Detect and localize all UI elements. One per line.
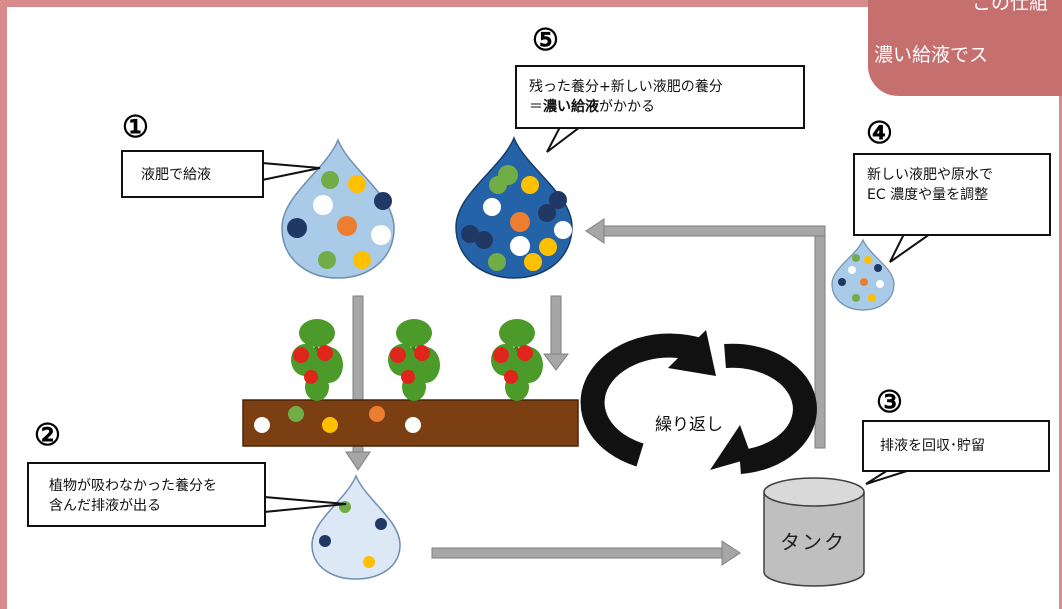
cycle-label: 繰り返し <box>655 415 723 435</box>
callout-step-5: 残った養分+新しい液肥の養分 ＝濃い給液がかかる <box>515 65 805 129</box>
callout-step-4-line-1: 新しい液肥や原水で <box>867 167 993 183</box>
callout-step-5-bold: 濃い給液 <box>543 99 599 115</box>
top-right-banner: この仕組 濃い給液でス <box>868 0 1062 96</box>
step-number-4: ④ <box>866 116 893 151</box>
callout-step-1-text: 液肥で給液 <box>141 167 211 183</box>
banner-line-1: この仕組 <box>972 0 1049 14</box>
soil-nutrient-dots <box>254 406 421 433</box>
drop-drainage <box>311 474 401 580</box>
drop-adjust-small <box>831 238 895 311</box>
callout-tail <box>865 469 911 485</box>
arrow-drop5-down <box>543 295 569 371</box>
tank-label: タンク <box>780 530 846 554</box>
callout-step-4: 新しい液肥や原水で EC 濃度や量を調整 <box>853 153 1051 236</box>
step-number-3: ③ <box>876 385 903 420</box>
tomato-plant-icon <box>388 319 440 401</box>
tomato-plant-icon <box>291 319 343 401</box>
callout-step-1: 液肥で給液 <box>121 150 264 198</box>
callout-step-2-line-1: 植物が吸わなかった養分を <box>49 478 217 494</box>
drop-concentrated-dark <box>455 135 573 279</box>
step-number-1: ① <box>122 110 149 145</box>
arrow-tank-up-return <box>585 218 826 449</box>
cycle-arrows-icon <box>580 330 817 474</box>
callout-tail <box>546 126 583 153</box>
tomato-plant-icon <box>491 319 543 401</box>
drop-fertilizer-light <box>281 137 395 279</box>
step-number-5: ⑤ <box>532 23 559 58</box>
callout-step-3-text: 排液を回収･貯留 <box>880 438 985 454</box>
tank-icon <box>763 477 865 587</box>
callout-step-2-line-2: 含んだ排液が出る <box>49 498 161 514</box>
callout-tail <box>889 233 934 263</box>
callout-step-2: 植物が吸わなかった養分を 含んだ排液が出る <box>27 462 266 527</box>
banner-line-2: 濃い給液でス <box>874 44 989 66</box>
callout-step-5-prefix: ＝ <box>529 99 543 115</box>
arrow-drop1-down <box>345 295 371 471</box>
callout-step-5-suffix: がかかる <box>599 99 655 115</box>
callout-step-4-line-2: EC 濃度や量を調整 <box>867 187 989 203</box>
step-number-2: ② <box>34 418 61 453</box>
arrow-to-tank <box>431 540 741 566</box>
callout-step-5-line-1: 残った養分+新しい液肥の養分 <box>529 79 723 95</box>
callout-step-5-line-2: ＝濃い給液がかかる <box>529 97 803 117</box>
callout-step-3: 排液を回収･貯留 <box>862 420 1050 472</box>
